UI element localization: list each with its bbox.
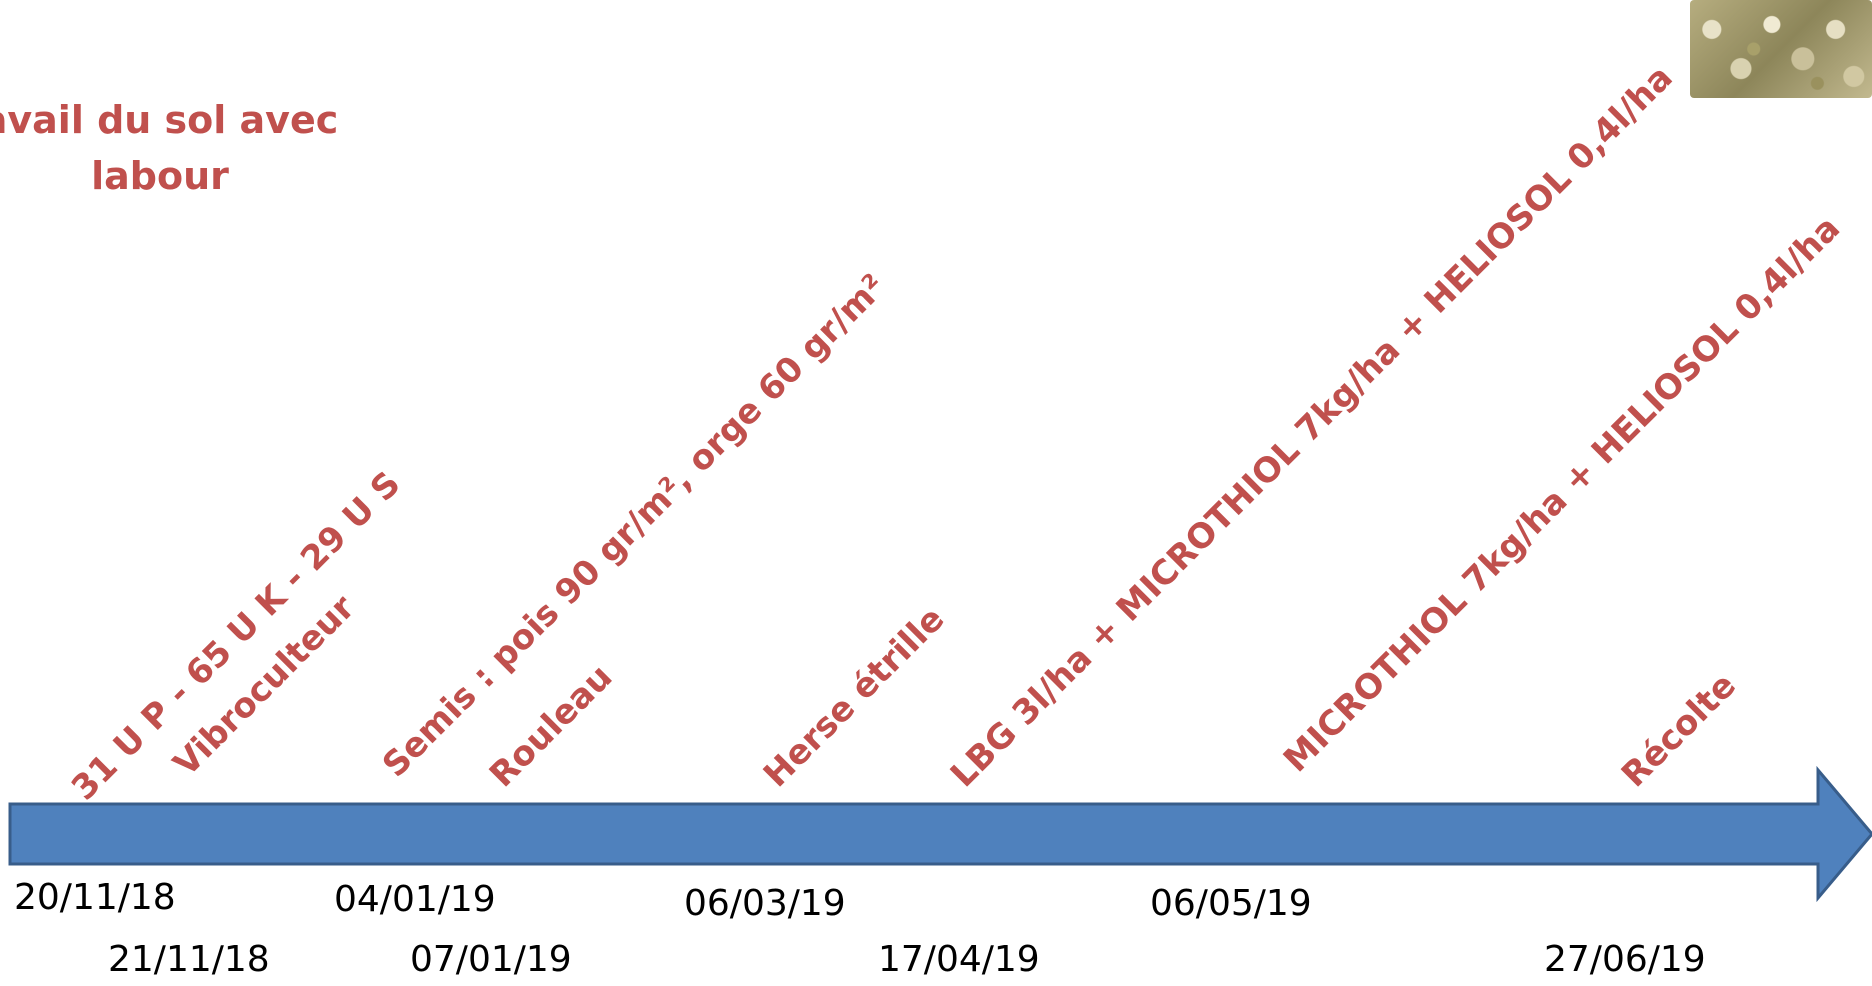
date-label: 06/05/19 — [1150, 883, 1312, 924]
page-title: avail du sol avec labour — [0, 98, 339, 198]
date-label: 17/04/19 — [878, 939, 1040, 980]
date-label: 04/01/19 — [334, 879, 496, 920]
date-label: 21/11/18 — [108, 939, 270, 980]
date-label: 06/03/19 — [684, 883, 846, 924]
seed-mix-photo — [1690, 0, 1872, 98]
date-label: 27/06/19 — [1544, 939, 1706, 980]
date-label: 20/11/18 — [14, 877, 176, 918]
date-label: 07/01/19 — [410, 939, 572, 980]
